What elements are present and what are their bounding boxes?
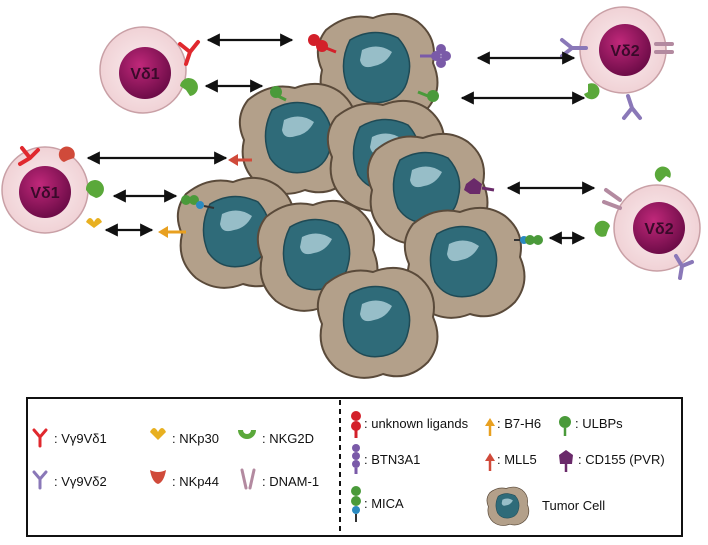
nkg2d-receptor-icon: [180, 78, 198, 96]
mica-ligand-icon: [181, 195, 215, 209]
legend-cd155: : CD155 (PVR): [578, 452, 665, 467]
btn3a1-ligand-icon: [420, 44, 451, 68]
vg9vd1-receptor-icon: [18, 146, 40, 166]
unknown-ligand-icon: [308, 34, 337, 54]
mica-ligand-icon: [514, 235, 543, 245]
t-cell-vd1-top: Vδ1: [99, 26, 200, 114]
legend-mica: : MICA: [364, 496, 404, 511]
cell-label: Vδ2: [644, 221, 673, 238]
tumor-cell-legend-icon: [486, 486, 530, 526]
legend-mll5: : MLL5: [497, 452, 537, 467]
vg9vd2-receptor-icon: [674, 254, 694, 280]
legend-ulbps: : ULBPs: [575, 416, 623, 431]
vg9vd1-legend-icon: [32, 428, 48, 448]
cell-label: Vδ1: [130, 66, 159, 83]
vg9vd2-receptor-icon: [622, 94, 642, 120]
cd155-ligand-icon: [464, 178, 495, 194]
legend-nkg2d: : NKG2D: [262, 431, 314, 446]
legend-b7h6: : B7-H6: [497, 416, 541, 431]
interaction-arrows: [86, 33, 596, 245]
b7h6-ligand-icon: [158, 226, 186, 238]
unknown-ligand-legend-icon: [351, 411, 361, 438]
cell-label: Vδ2: [610, 43, 639, 60]
tumor-cluster: [176, 12, 526, 379]
cd155-legend-icon: [559, 450, 573, 472]
nkp30-receptor-icon: [86, 218, 102, 228]
nkg2d-legend-icon: [238, 430, 256, 439]
nkg2d-receptor-icon: [594, 220, 610, 237]
ulbps-ligand-icon: [417, 90, 439, 102]
mica-legend-icon: [351, 486, 361, 522]
dnam1-receptor-icon: [654, 42, 674, 54]
legend-nkp44: : NKp44: [172, 474, 219, 489]
legend-nkp30: : NKp30: [172, 431, 219, 446]
t-cell-vd2-right: Vδ2: [594, 166, 701, 280]
btn3a1-legend-icon: [352, 444, 360, 474]
t-cell-vd2-top: Vδ2: [560, 6, 674, 120]
b7h6-legend-icon: [485, 418, 495, 436]
ulbps-ligand-icon: [270, 86, 287, 102]
nkp44-receptor-icon: [58, 146, 75, 162]
legend-tumor-cell: Tumor Cell: [542, 498, 605, 513]
nkg2d-receptor-icon: [584, 83, 600, 100]
cell-label: Vδ1: [30, 185, 59, 202]
legend-dnam1: : DNAM-1: [262, 474, 319, 489]
legend: : Vγ9Vδ1 : Vγ9Vδ2 : NKp30 : NKp44 : NKG2…: [26, 397, 683, 537]
mll5-ligand-icon: [228, 154, 252, 166]
ligands: [158, 34, 543, 245]
nkp44-legend-icon: [150, 470, 166, 484]
legend-unknown-ligands: : unknown ligands: [364, 416, 469, 431]
dnam1-receptor-icon: [602, 188, 622, 210]
legend-btn3a1: : BTN3A1: [364, 452, 420, 467]
legend-vg9vd1: : Vγ9Vδ1: [54, 431, 107, 446]
tumor-cell: [316, 266, 439, 379]
vg9vd1-receptor-icon: [178, 40, 200, 66]
mll5-legend-icon: [485, 453, 495, 471]
dnam1-legend-icon: [240, 468, 256, 490]
ulbps-legend-icon: [559, 416, 571, 436]
nkg2d-receptor-icon: [85, 180, 104, 198]
t-cell-vd1-left: Vδ1: [1, 146, 104, 234]
vg9vd2-legend-icon: [32, 470, 48, 490]
nkg2d-receptor-icon: [654, 166, 671, 182]
legend-vg9vd2: : Vγ9Vδ2: [54, 474, 107, 489]
nkp30-legend-icon: [150, 428, 166, 440]
